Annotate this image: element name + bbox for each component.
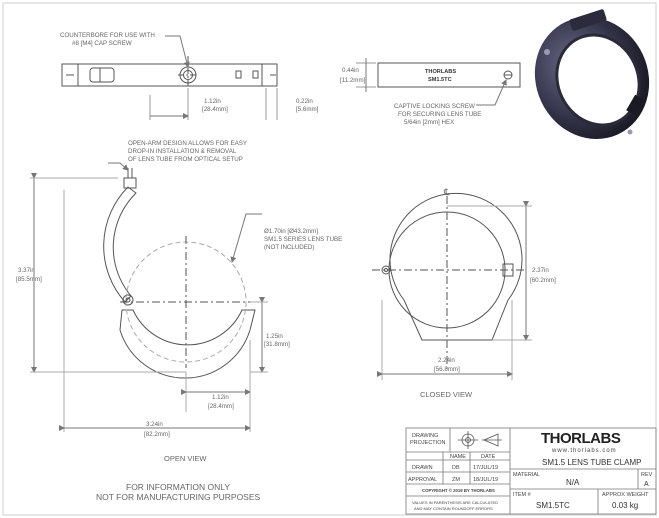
dim-open-width-in: 3.24in <box>146 421 163 428</box>
tb-item: SM1.5TC <box>536 501 570 510</box>
tb-projection-2: PROJECTION <box>410 440 445 446</box>
side-view-body <box>377 62 521 88</box>
note-captive-3: 5/64in [2mm] HEX <box>404 119 454 126</box>
open-clamp-base <box>119 309 256 379</box>
open-view <box>30 162 268 432</box>
part-marking-brand: THORLABS <box>425 69 456 75</box>
tb-note-1: VALUES IN PARENTHESIS ARE CALCULATED <box>412 500 498 505</box>
note-lens-3: (NOT INCLUDED) <box>264 244 314 251</box>
projection-symbol <box>458 431 502 449</box>
tb-material: N/A <box>566 478 580 487</box>
dim-open-lens-height-in: 1.25in <box>266 333 283 340</box>
top-view-body <box>61 63 278 87</box>
centerline-symbol: ℄ <box>443 187 450 197</box>
tb-weight-label: APPROX WEIGHT <box>602 492 649 498</box>
note-open-arm-1: OPEN-ARM DESIGN ALLOWS FOR EASY <box>128 140 247 147</box>
title-block-grid <box>405 427 657 515</box>
dim-closed-width-mm: [56.8mm] <box>434 366 460 373</box>
dim-top-width-in: 1.12in <box>204 98 221 105</box>
closed-view <box>372 192 532 380</box>
dim-side-height-in: 0.44in <box>342 67 359 74</box>
info-line-2: NOT FOR MANUFACTURING PURPOSES <box>96 492 261 502</box>
tb-rev-label: REV <box>641 472 653 478</box>
tb-drawn-date: 17/JUL/19 <box>473 465 498 471</box>
label-closed-view: CLOSED VIEW <box>420 390 473 399</box>
tb-weight: 0.03 kg <box>612 501 638 510</box>
tb-note-2: AND MAY CONTAIN ROUNDOFF ERRORS <box>414 506 493 511</box>
dim-open-height-in: 3.37in <box>18 267 35 274</box>
tb-projection-1: DRAWING <box>412 433 438 439</box>
note-lens-2: SM1.5 SERIES LENS TUBE <box>264 236 342 243</box>
open-arm <box>103 186 137 303</box>
dim-top-slot-in: 0.22in <box>296 98 313 105</box>
note-counterbore-1: COUNTERBORE FOR USE WITH <box>60 32 155 39</box>
tb-row-drawn: DRAWN <box>412 465 433 471</box>
annotations: COUNTERBORE FOR USE WITH #8 [M4] CAP SCR… <box>16 32 556 438</box>
dim-open-height-mm: [85.5mm] <box>16 276 42 283</box>
tb-approval-name: ZM <box>452 477 460 483</box>
dim-closed-width-in: 2.24in <box>438 357 455 364</box>
top-view <box>61 35 278 120</box>
label-open-view: OPEN VIEW <box>164 454 207 463</box>
tb-col-name: NAME <box>450 454 466 460</box>
tb-copyright: COPYRIGHT © 2019 BY THORLABS <box>422 488 495 493</box>
note-open-arm-3: OF LENS TUBE FROM OPTICAL SETUP <box>128 156 243 163</box>
note-lens-1: Ø1.70in [Ø43.2mm] <box>264 228 318 235</box>
tb-material-label: MATERIAL <box>513 472 540 478</box>
part-marking-model: SM1.5TC <box>428 77 452 83</box>
dim-side-height-mm: [11.2mm] <box>340 77 366 84</box>
tb-item-label: ITEM # <box>513 492 532 498</box>
tb-drawn-name: DB <box>452 465 460 471</box>
tb-website: www.thorlabs.com <box>551 448 617 454</box>
tb-col-date: DATE <box>481 454 496 460</box>
dim-top-slot-mm: [5.6mm] <box>296 106 319 113</box>
dim-open-width-mm: [82.2mm] <box>144 431 170 438</box>
note-counterbore-2: #8 [M4] CAP SCREW <box>72 40 132 47</box>
info-line-1: FOR INFORMATION ONLY <box>126 482 230 492</box>
tb-title: SM1.5 LENS TUBE CLAMP <box>542 458 641 467</box>
note-open-arm-2: DROP-IN INSTALLATION & REMOVAL <box>128 148 237 155</box>
tb-rev: A <box>644 481 649 488</box>
closed-clamp-outer <box>389 192 523 341</box>
dim-closed-height-mm: [60.2mm] <box>530 277 556 284</box>
dim-open-lens-height-mm: [31.8mm] <box>264 341 290 348</box>
product-render <box>534 9 650 139</box>
dim-closed-height-in: 2.37in <box>532 267 549 274</box>
note-captive-2: FOR SECURING LENS TUBE <box>398 111 481 118</box>
tb-row-approval: APPROVAL <box>408 477 437 483</box>
tb-logo: THORLABS <box>541 430 621 447</box>
dim-top-width-mm: [28.4mm] <box>202 106 228 113</box>
note-captive-1: CAPTIVE LOCKING SCREW <box>394 103 475 110</box>
tb-approval-date: 18/JUL/19 <box>473 477 498 483</box>
side-view <box>356 58 521 106</box>
dim-open-base-width-in: 1.12in <box>212 394 229 401</box>
dim-open-base-width-mm: [28.4mm] <box>208 403 234 410</box>
